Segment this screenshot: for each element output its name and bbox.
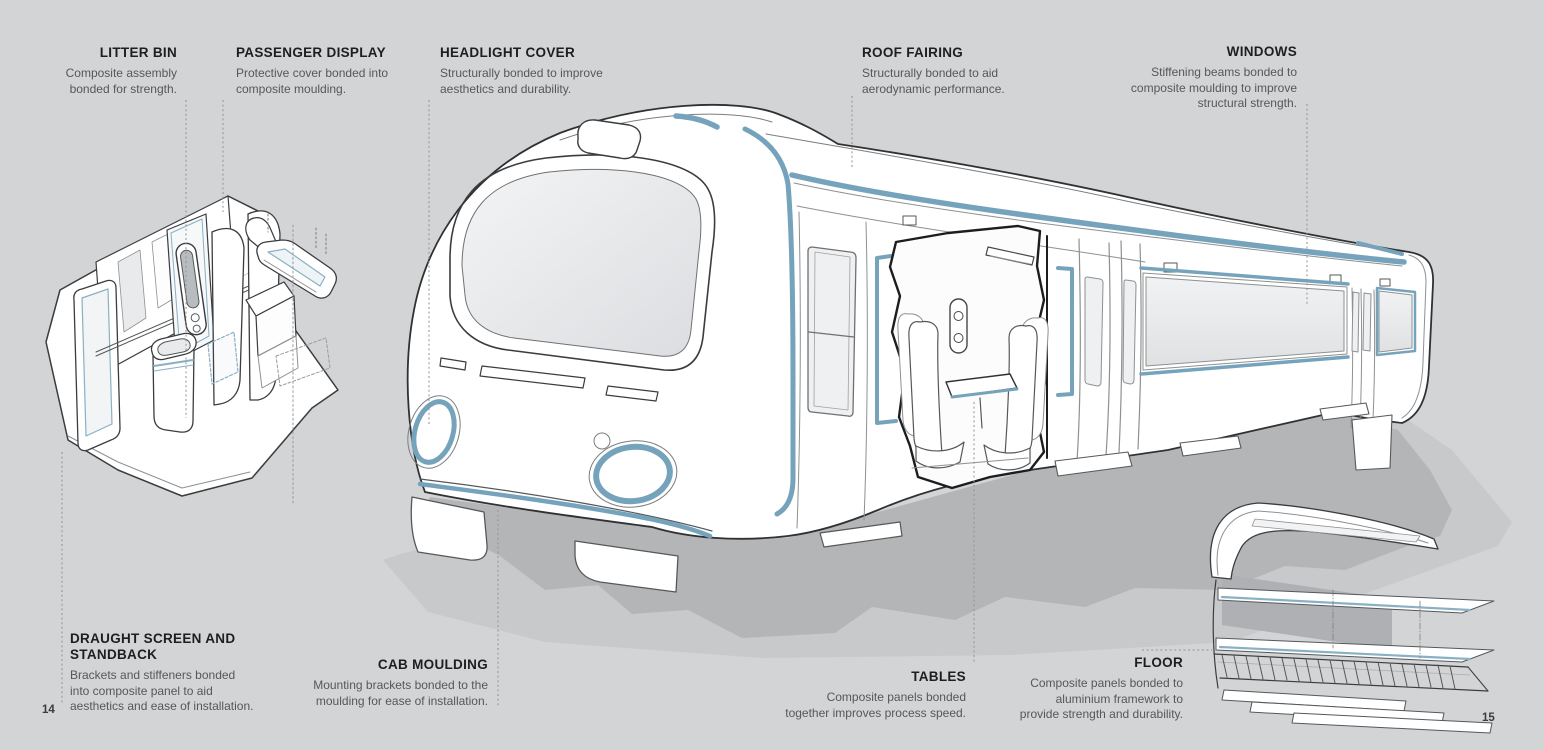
passenger-doors-mid: [1076, 238, 1142, 462]
vestibule-door: [73, 279, 121, 452]
page-number-left: 14: [42, 704, 55, 716]
draught-screen-figure: [166, 210, 299, 406]
horn-grille: [593, 432, 611, 450]
vestibule-detail-illustration: [45, 195, 339, 506]
window-band: [1139, 266, 1350, 376]
callout-litter-bin: LITTER BIN Composite assembly bonded for…: [7, 45, 177, 97]
doorway-trim-right: [1056, 266, 1074, 397]
callout-body: Brackets and stiffeners bonded into comp…: [70, 668, 254, 713]
callout-body: Mounting brackets bonded to the moulding…: [313, 678, 488, 708]
callout-roof-fairing: ROOF FAIRING Structurally bonded to aid …: [862, 45, 1042, 97]
windscreen: [449, 154, 716, 371]
page-number-right: 15: [1482, 712, 1495, 724]
train-illustration: [406, 103, 1434, 593]
callout-title: FLOOR: [1134, 655, 1183, 670]
passenger-display-figure: [245, 213, 337, 299]
callout-title: HEADLIGHT COVER: [440, 45, 576, 60]
interior-cutaway: [888, 224, 1049, 490]
roof-fairing-strips: [673, 113, 1407, 517]
callout-headlight-cover: HEADLIGHT COVER Structurally bonded to i…: [440, 45, 630, 97]
cab-moulding-figure: [410, 478, 903, 593]
seats: [897, 313, 1049, 471]
callout-body: Structurally bonded to aid aerodynamic p…: [862, 66, 1005, 96]
headlight-front-icon: [588, 440, 678, 508]
cab-door: [807, 221, 868, 521]
callout-title: DRAUGHT SCREEN AND STANDBACK: [70, 631, 236, 662]
callout-title: TABLES: [911, 669, 966, 684]
callout-windows: WINDOWS Stiffening beams bonded to compo…: [1112, 44, 1297, 112]
underbody-steps: [1054, 402, 1393, 477]
litter-bin-figure: [150, 332, 197, 433]
callout-title: LITTER BIN: [99, 45, 177, 60]
callout-body: Composite assembly bonded for strength.: [65, 66, 177, 96]
rear-window: [1375, 286, 1417, 357]
doorway-trim-left: [875, 254, 898, 425]
floor-detail-roof-section: [1209, 502, 1439, 689]
callout-title: PASSENGER DISPLAY: [236, 45, 386, 60]
callout-title: CAB MOULDING: [377, 657, 488, 672]
destination-display: [577, 119, 642, 160]
callout-title: WINDOWS: [1226, 44, 1297, 59]
callout-body: Structurally bonded to improve aesthetic…: [440, 66, 603, 96]
callout-body: Composite panels bonded to aluminium fra…: [1019, 676, 1183, 721]
callout-passenger-display: PASSENGER DISPLAY Protective cover bonde…: [236, 45, 426, 97]
headlight-left-icon: [407, 395, 461, 469]
callout-title: ROOF FAIRING: [862, 45, 964, 60]
floor-detail-illustration: [1209, 502, 1495, 734]
callout-tables: TABLES Composite panels bonded together …: [776, 669, 966, 721]
callout-body: Stiffening beams bonded to composite mou…: [1130, 65, 1297, 110]
floor-panels: [1215, 587, 1495, 663]
callout-body: Protective cover bonded into composite m…: [236, 66, 389, 96]
callout-cab-moulding: CAB MOULDING Mounting brackets bonded to…: [298, 657, 488, 709]
wiper-slots: [439, 357, 659, 402]
callout-draught-screen: DRAUGHT SCREEN AND STANDBACK Brackets an…: [70, 631, 260, 715]
aluminium-framework: [1213, 653, 1493, 734]
table-figure: [945, 373, 1019, 429]
callout-body: Composite panels bonded together improve…: [785, 690, 966, 720]
callout-floor: FLOOR Composite panels bonded to alumini…: [1003, 655, 1183, 723]
